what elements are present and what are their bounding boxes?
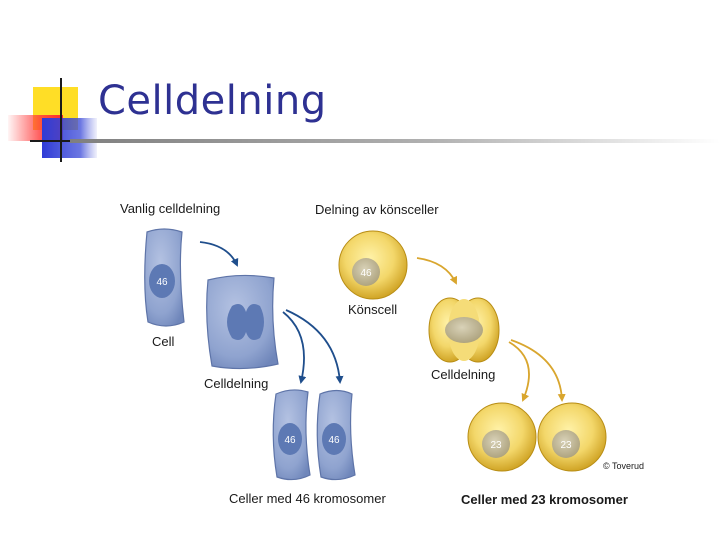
meiosis-parent-chromosome-count: 46	[360, 268, 372, 279]
mitosis-parent-chromosome-count: 46	[156, 277, 168, 288]
mitosis-dividing-cell	[206, 274, 279, 370]
meiosis-result-label: Celler med 23 kromosomer	[461, 492, 628, 507]
meiosis-parent-cell: 46	[338, 230, 408, 300]
mitosis-parent-nucleus	[149, 264, 175, 298]
mitosis-daughter-nucleus-1	[278, 423, 302, 455]
mitosis-heading: Vanlig celldelning	[120, 201, 221, 216]
meiosis-dividing-nucleus	[445, 317, 483, 343]
mitosis-result-label: Celler med 46 kromosomer	[229, 491, 386, 506]
mitosis-arrow-to-dividing	[199, 241, 239, 267]
meiosis-arrow-right-daughter	[510, 339, 566, 402]
mitosis-daughter-nucleus-2	[322, 423, 346, 455]
meiosis-daughter-nucleus-2	[552, 430, 580, 458]
slide-logo	[8, 78, 110, 162]
mitosis-dividing-nucleus	[227, 304, 264, 340]
logo-blue-square	[42, 118, 97, 158]
meiosis-arrow-to-dividing	[416, 257, 458, 285]
mitosis-daughter-cell-1: 46	[272, 389, 311, 481]
mitosis-daughter-cell-2: 46	[316, 389, 356, 481]
page-title: Celldelning	[98, 78, 327, 124]
meiosis-parent-nucleus	[352, 258, 380, 286]
mitosis-parent-cell: 46	[144, 228, 185, 327]
meiosis-parent-label: Könscell	[348, 302, 398, 317]
meiosis-arrow-left-daughter	[508, 341, 530, 402]
mitosis-arrow-right-daughter	[285, 309, 344, 384]
title-divider	[70, 139, 720, 143]
mitosis-arrow-left-daughter	[282, 311, 307, 384]
mitosis-dividing-label: Celldelning	[204, 376, 269, 391]
meiosis-daughter-cell-2: 23	[537, 402, 607, 472]
meiosis-daughter-nucleus-1	[482, 430, 510, 458]
meiosis-daughter-cell-1: 23	[467, 402, 537, 472]
meiosis-daughter-chromosome-count-2: 23	[560, 440, 572, 451]
meiosis-dividing-cell	[428, 297, 500, 363]
mitosis-daughter-chromosome-count-1: 46	[284, 435, 296, 446]
mitosis-daughter-chromosome-count-2: 46	[328, 435, 340, 446]
meiosis-heading: Delning av könsceller	[315, 202, 439, 217]
meiosis-dividing-label: Celldelning	[431, 367, 496, 382]
mitosis-parent-label: Cell	[152, 334, 175, 349]
copyright-credit: © Toverud	[603, 461, 644, 471]
meiosis-daughter-chromosome-count-1: 23	[490, 440, 502, 451]
